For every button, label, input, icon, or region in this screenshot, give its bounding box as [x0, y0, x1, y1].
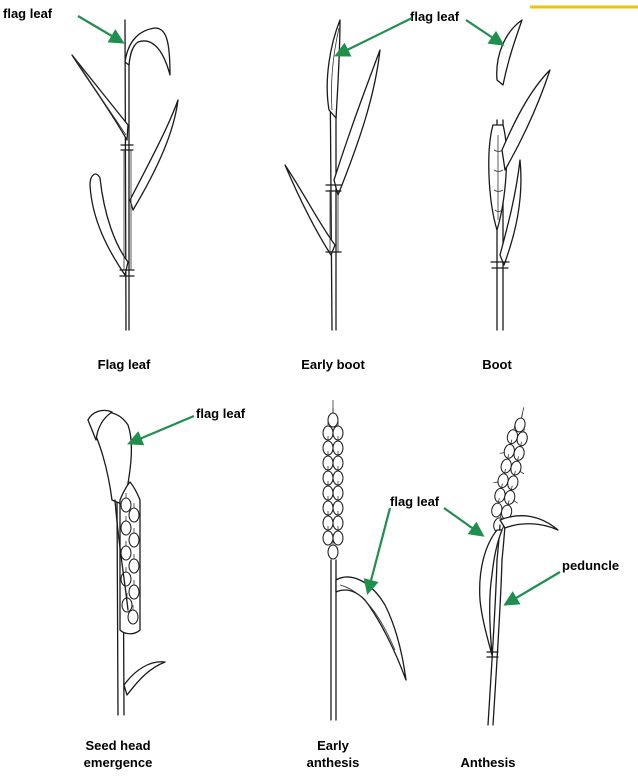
- annotation-peduncle: peduncle: [562, 558, 619, 573]
- plant-early-anthesis: [323, 400, 406, 720]
- plant-seed-head-emergence: [88, 410, 165, 715]
- caption-early-boot: Early boot: [301, 357, 365, 372]
- arrow-flag-leaf-5: [368, 508, 390, 592]
- plant-early-boot: [285, 20, 380, 330]
- annotation-flag-leaf-2: flag leaf: [410, 9, 460, 24]
- caption-seed-head-emergence-line1: Seed head: [85, 738, 150, 753]
- caption-anthesis: Anthesis: [461, 755, 516, 770]
- annotation-flag-leaf-1: flag leaf: [3, 6, 53, 21]
- caption-seed-head-emergence-line2: emergence: [84, 755, 153, 770]
- arrow-flag-leaf-3: [466, 20, 502, 44]
- annotation-flag-leaf-5: flag leaf: [390, 494, 440, 509]
- plant-anthesis: [480, 404, 558, 725]
- emerging-seed-head: [120, 482, 140, 634]
- arrow-flag-leaf-4: [130, 416, 194, 443]
- plant-flag-leaf: [72, 20, 178, 330]
- caption-early-anthesis-line1: Early: [317, 738, 350, 753]
- spike-early-anthesis: [323, 400, 343, 559]
- caption-early-anthesis-line2: anthesis: [307, 755, 360, 770]
- caption-flag-leaf: Flag leaf: [98, 357, 151, 372]
- arrow-flag-leaf-2: [337, 18, 412, 55]
- annotation-flag-leaf-4: flag leaf: [196, 406, 246, 421]
- spike-anthesis: [484, 404, 538, 534]
- arrow-flag-leaf-1: [78, 16, 122, 42]
- caption-boot: Boot: [482, 357, 512, 372]
- arrow-flag-leaf-6: [444, 508, 482, 535]
- plant-boot: [489, 20, 550, 330]
- arrow-peduncle: [506, 572, 560, 604]
